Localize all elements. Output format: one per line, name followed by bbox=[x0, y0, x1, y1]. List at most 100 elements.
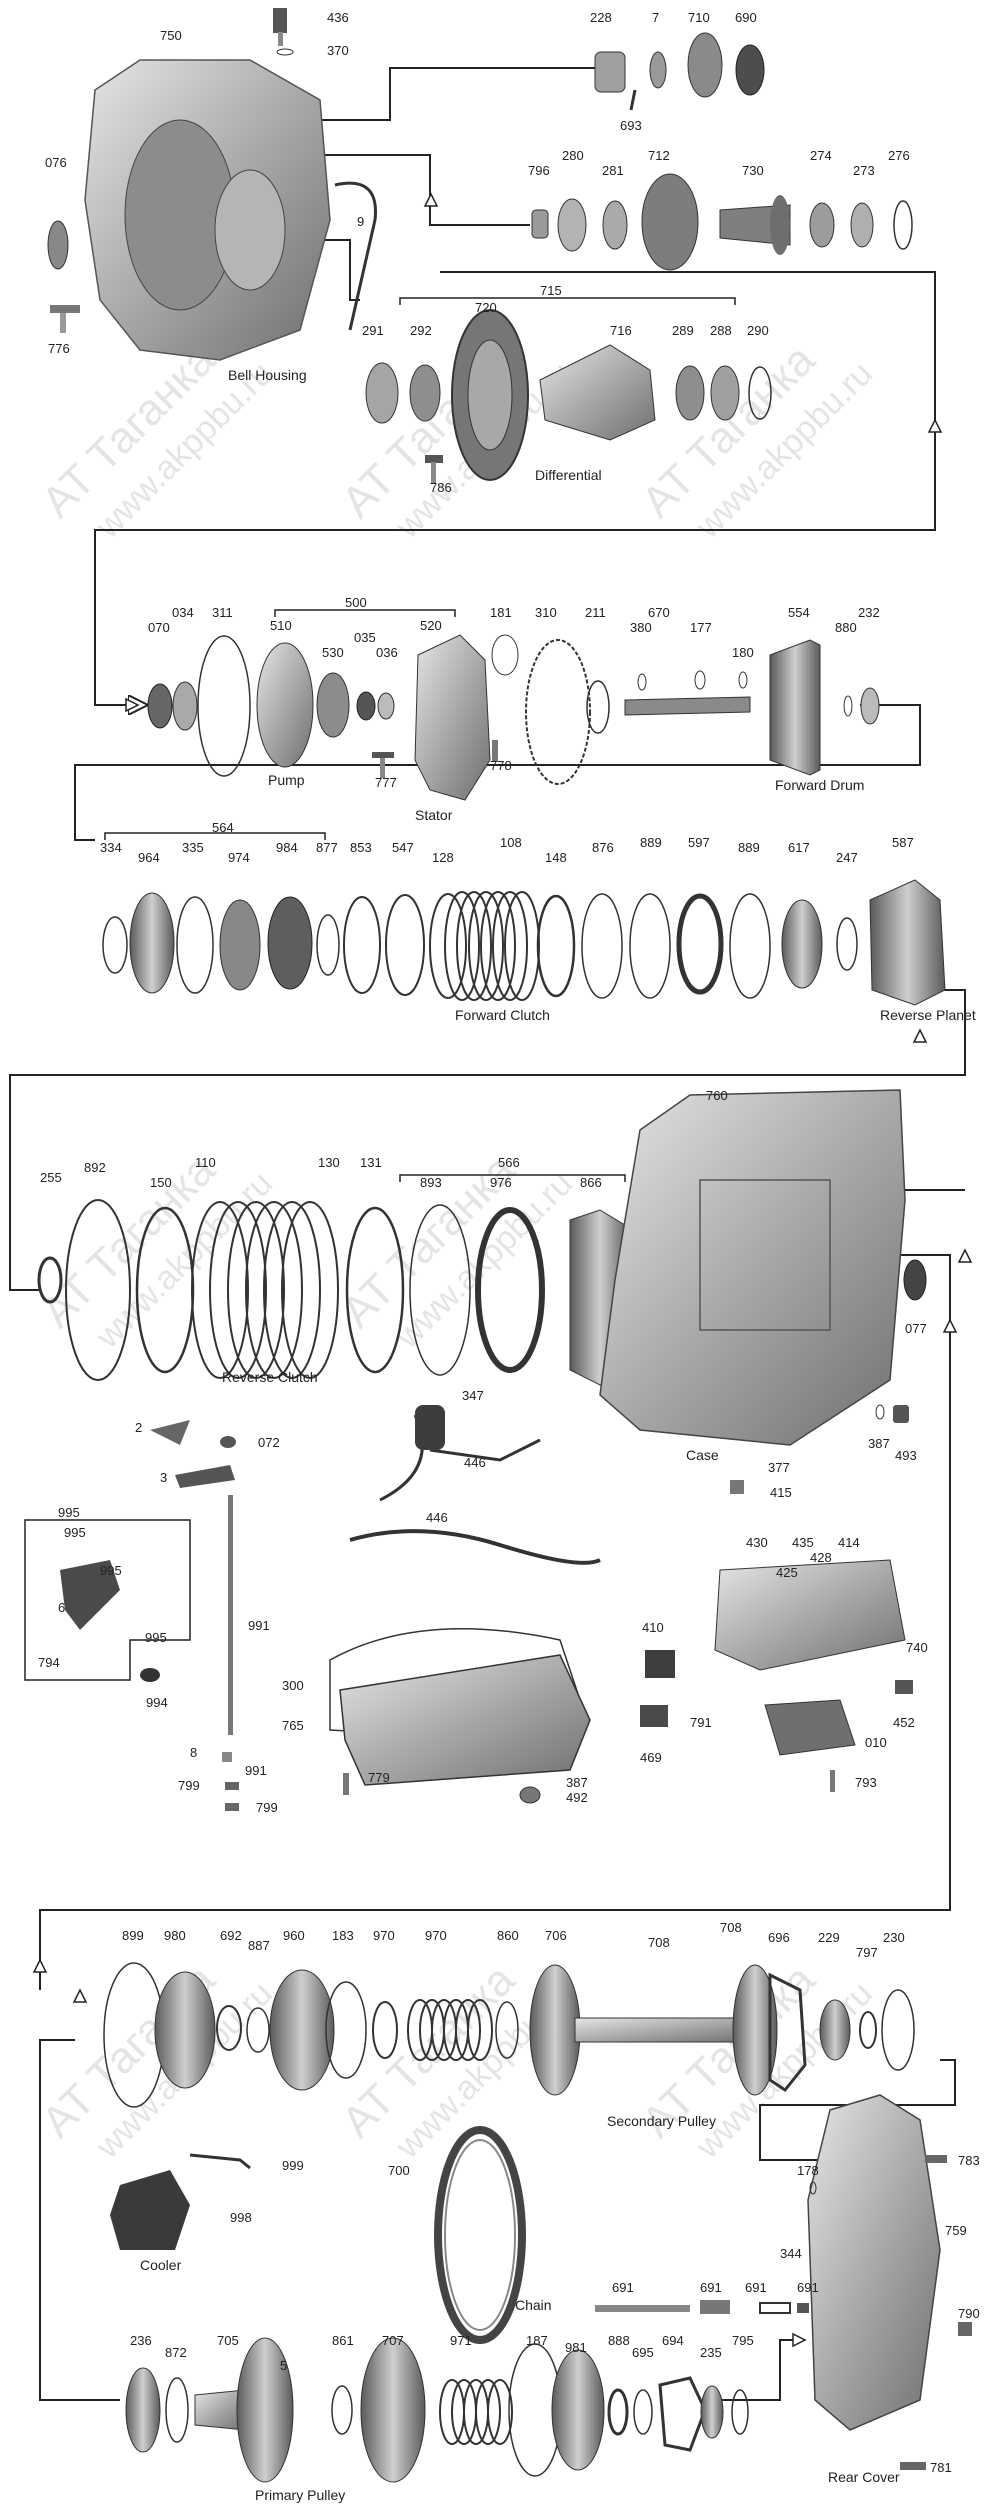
part-860 bbox=[495, 2001, 519, 2059]
part-label: 991 bbox=[248, 1618, 270, 1633]
part-label: 310 bbox=[535, 605, 557, 620]
part-290 bbox=[748, 366, 772, 420]
part-label: 311 bbox=[212, 605, 233, 620]
part-label: 715 bbox=[540, 283, 562, 298]
part-label: 777 bbox=[375, 775, 397, 790]
connector-line bbox=[94, 271, 936, 705]
part-795 bbox=[731, 2389, 749, 2435]
part-998-cooler bbox=[110, 2170, 190, 2250]
part-label: 236 bbox=[130, 2333, 152, 2348]
part-670 bbox=[624, 696, 751, 716]
part-label: 700 bbox=[388, 2163, 410, 2178]
part-436 bbox=[273, 8, 287, 46]
part-2 bbox=[150, 1420, 190, 1445]
part-label: 706 bbox=[545, 1928, 567, 1943]
part-label: 8 bbox=[190, 1745, 197, 1760]
part-9-tube bbox=[334, 181, 377, 331]
part-010-plate bbox=[764, 1699, 856, 1756]
part-label: 691 bbox=[612, 2280, 634, 2295]
part-183 bbox=[325, 1981, 367, 2079]
part-label: 597 bbox=[688, 835, 710, 850]
part-335 bbox=[176, 896, 214, 994]
part-label: 292 bbox=[410, 323, 432, 338]
part-label: 853 bbox=[350, 840, 372, 855]
part-label: 255 bbox=[40, 1170, 62, 1185]
part-label: 469 bbox=[640, 1750, 662, 1765]
part-072 bbox=[220, 1436, 236, 1448]
manual-valve-linkage-box bbox=[24, 1519, 191, 1681]
part-label: 694 bbox=[662, 2333, 684, 2348]
part-759-rear-cover bbox=[807, 2094, 941, 2431]
part-label: 072 bbox=[258, 1435, 280, 1450]
part-991-rod bbox=[228, 1495, 233, 1735]
part-690 bbox=[735, 44, 765, 96]
part-label: 110 bbox=[195, 1155, 216, 1170]
part-695 bbox=[633, 2389, 653, 2435]
part-label: 530 bbox=[322, 645, 344, 660]
part-label: 034 bbox=[172, 605, 194, 620]
part-247 bbox=[836, 917, 858, 971]
part-853 bbox=[343, 896, 381, 994]
part-label: 334 bbox=[100, 840, 122, 855]
part-280 bbox=[557, 198, 587, 252]
caption-cooler: Cooler bbox=[140, 2257, 182, 2273]
part-786 bbox=[425, 455, 443, 484]
part-label: 690 bbox=[735, 10, 757, 25]
part-label: 889 bbox=[738, 840, 760, 855]
part-108-clutch-pack bbox=[444, 891, 540, 1001]
part-label: 778 bbox=[490, 758, 512, 773]
part-label: 130 bbox=[318, 1155, 340, 1170]
part-label: 790 bbox=[958, 2306, 980, 2321]
part-708 bbox=[732, 1964, 778, 2096]
part-label: 036 bbox=[376, 645, 398, 660]
part-label: 710 bbox=[688, 10, 710, 25]
part-label: 347 bbox=[462, 1388, 484, 1403]
part-230 bbox=[881, 1989, 915, 2071]
part-label: 228 bbox=[590, 10, 612, 25]
part-label: 799 bbox=[256, 1800, 278, 1815]
part-label: 797 bbox=[856, 1945, 878, 1960]
part-148 bbox=[536, 894, 576, 998]
part-128 bbox=[429, 893, 467, 999]
caption-differential: Differential bbox=[535, 467, 602, 483]
part-180 bbox=[738, 671, 748, 689]
arrowhead bbox=[957, 1248, 973, 1263]
part-label: 708 bbox=[720, 1920, 742, 1935]
part-712 bbox=[641, 173, 699, 271]
part-label: 076 bbox=[45, 155, 67, 170]
caption-reverse-planet: Reverse Planet bbox=[880, 1007, 976, 1023]
part-label: 695 bbox=[632, 2345, 654, 2360]
part-label: 289 bbox=[672, 323, 694, 338]
part-888 bbox=[607, 2388, 629, 2436]
part-970a bbox=[372, 2001, 398, 2059]
part-781 bbox=[900, 2462, 926, 2470]
part-893 bbox=[409, 1204, 471, 1376]
reverse-clutch-row bbox=[37, 1174, 631, 1386]
caption-primary-pulley: Primary Pulley bbox=[255, 2487, 345, 2503]
part-288 bbox=[710, 365, 740, 421]
part-number-labels: 750 436 370 228 7 710 690 693 076 9 776 … bbox=[38, 10, 980, 2475]
part-label: 180 bbox=[732, 645, 754, 660]
part-777 bbox=[372, 752, 394, 778]
caption-rear-cover: Rear Cover bbox=[828, 2469, 900, 2485]
part-label: 181 bbox=[490, 605, 512, 620]
part-070 bbox=[147, 683, 173, 729]
arrowhead bbox=[942, 1318, 958, 1333]
primary-pulley-row bbox=[125, 2337, 749, 2483]
part-label: 893 bbox=[420, 1175, 442, 1190]
part-label: 781 bbox=[930, 2460, 952, 2475]
part-887 bbox=[246, 2007, 270, 2053]
part-228 bbox=[594, 51, 626, 93]
part-554 bbox=[769, 639, 821, 776]
caption-pump: Pump bbox=[268, 772, 305, 788]
transmission-case bbox=[599, 1089, 927, 1494]
bell-housing bbox=[84, 59, 331, 361]
part-label: 888 bbox=[608, 2333, 630, 2348]
part-077 bbox=[903, 1259, 927, 1301]
group-bracket-715 bbox=[399, 297, 736, 305]
part-876 bbox=[581, 893, 623, 999]
part-label: 187 bbox=[526, 2333, 548, 2348]
part-label: 783 bbox=[958, 2153, 980, 2168]
part-label: 779 bbox=[368, 1770, 390, 1785]
caption-case: Case bbox=[686, 1447, 719, 1463]
